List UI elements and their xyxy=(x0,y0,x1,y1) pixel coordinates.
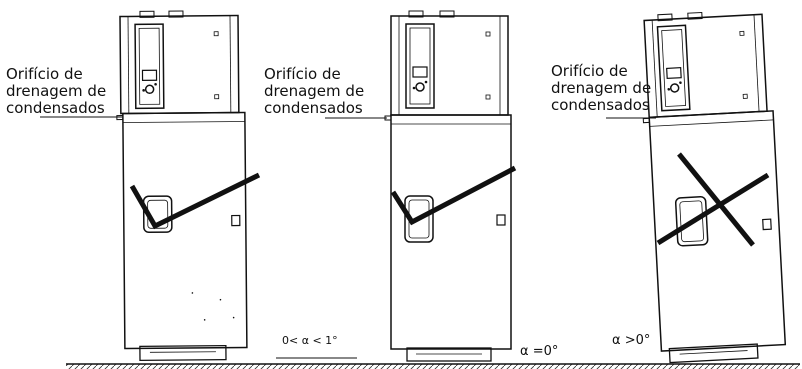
label-line: condensados xyxy=(551,96,650,114)
check-mark-icon xyxy=(390,165,517,226)
drain-hole-label-2: Orifício de drenagem de condensados xyxy=(264,66,364,117)
water-heater-unit-2 xyxy=(384,10,512,362)
label-line: drenagem de xyxy=(551,79,652,97)
check-mark-icon xyxy=(129,172,261,230)
water-heater-unit-3 xyxy=(642,11,787,364)
tilt-angle-label-1: 0< α < 1° xyxy=(282,334,338,347)
label-line: Orifício de xyxy=(551,62,628,80)
drain-hole-label-1: Orifício de drenagem de condensados xyxy=(6,66,106,117)
label-line: Orifício de xyxy=(264,65,341,83)
water-heater-unit-1 xyxy=(116,10,248,362)
label-line: Orifício de xyxy=(6,65,83,83)
cross-mark-icon xyxy=(656,152,770,247)
ground-line xyxy=(66,363,800,369)
label-line: condensados xyxy=(264,99,363,117)
label-line: condensados xyxy=(6,99,105,117)
label-line: drenagem de xyxy=(6,82,107,100)
label-line: drenagem de xyxy=(264,82,365,100)
tilt-angle-label-2: α =0° xyxy=(520,344,559,359)
drain-hole-label-3: Orifício de drenagem de condensados xyxy=(551,63,651,114)
tilt-angle-label-3: α >0° xyxy=(612,333,651,348)
